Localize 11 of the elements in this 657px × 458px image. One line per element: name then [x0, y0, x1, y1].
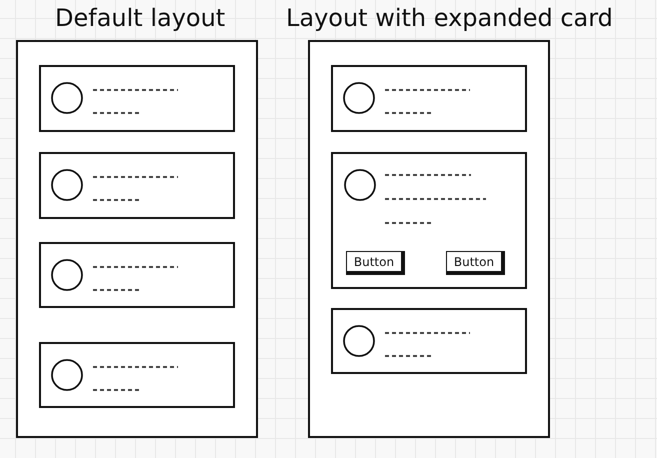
list-card — [331, 152, 527, 289]
frame-heading: Layout with expanded card — [286, 4, 613, 32]
list-card — [39, 342, 235, 408]
list-card — [331, 308, 527, 374]
list-card — [39, 152, 235, 219]
list-card — [39, 65, 235, 132]
list-card — [39, 242, 235, 308]
list-card — [331, 65, 527, 132]
action-button: Button — [346, 251, 405, 275]
action-button: Button — [446, 251, 505, 275]
frame-heading: Default layout — [55, 4, 226, 32]
